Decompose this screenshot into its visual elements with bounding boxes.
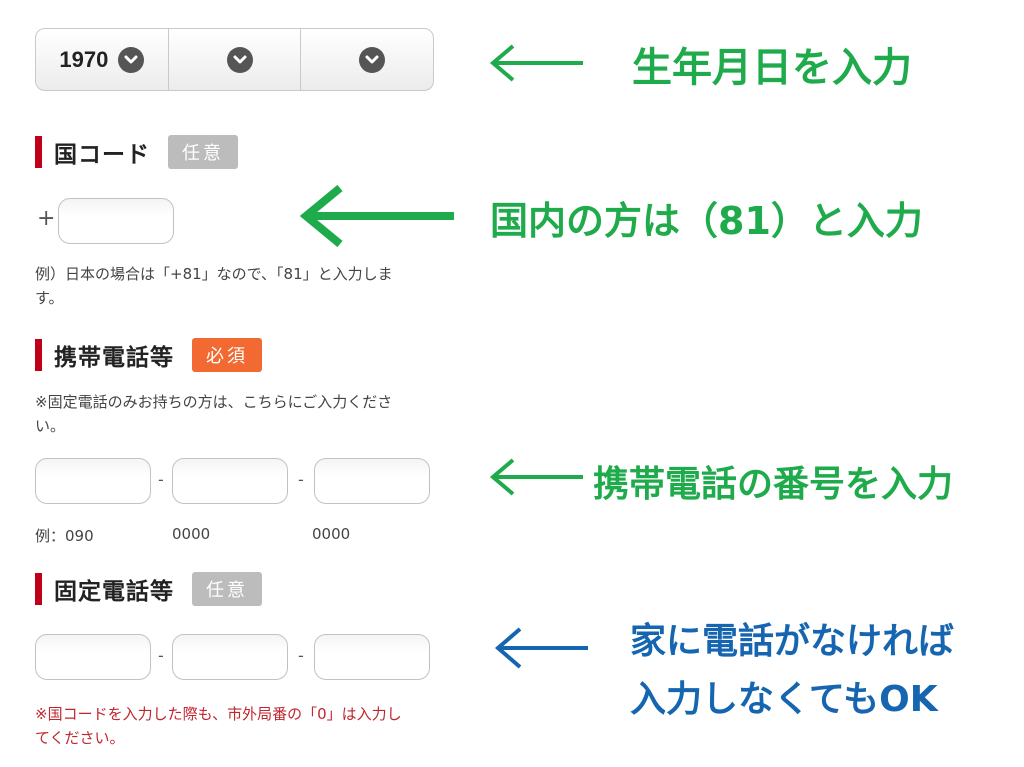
country-code-note-line2: す。 [35,289,64,307]
dash: - [158,646,164,665]
required-badge: 必須 [192,338,262,372]
arrow-left-icon [494,627,588,669]
landline-note: ※国コードを入力した際も、市外局番の「0」は入力し てください。 [35,702,485,750]
birth-year-select[interactable]: 1970 [36,29,169,90]
optional-badge: 任意 [192,572,262,606]
chevron-down-icon [359,46,386,73]
arrow-left-icon [489,458,583,496]
mobile-note-line2: い。 [35,417,66,435]
country-code-title: 国コード [54,142,150,168]
landline-part1-input[interactable] [35,634,151,680]
dash: - [298,646,304,665]
landline-note-line1: ※国コードを入力した際も、市外局番の「0」は入力し [35,705,402,723]
arrow-left-icon [489,44,583,82]
annotation-mobile: 携帯電話の番号を入力 [593,464,954,505]
country-code-heading: 国コード 任意 [35,135,238,169]
landline-part3-input[interactable] [314,634,430,680]
birth-day-select[interactable] [301,29,433,90]
plus-sign: + [37,206,56,231]
mobile-title: 携帯電話等 [54,345,174,371]
mobile-note: ※固定電話のみお持ちの方は、こちらにご入力くださ い。 [35,390,485,438]
chevron-down-icon [226,46,253,73]
annotation-birthdate: 生年月日を入力 [632,45,912,91]
heading-bar [35,339,42,371]
heading-bar [35,573,42,605]
country-code-note: 例）日本の場合は「+81」なので、「81」と入力しま す。 [35,262,485,310]
mobile-heading: 携帯電話等 必須 [35,338,262,372]
dash: - [298,470,304,489]
dash: - [158,470,164,489]
heading-bar [35,136,42,168]
annotation-country-code: 国内の方は（81）と入力 [490,199,923,243]
mobile-part3-input[interactable] [314,458,430,504]
country-code-input[interactable] [58,198,174,244]
birth-month-select[interactable] [169,29,302,90]
birth-year-value: 1970 [59,46,109,72]
optional-badge: 任意 [168,135,238,169]
chevron-down-icon [118,46,145,73]
mobile-example-3: 0000 [312,525,351,543]
mobile-note-line1: ※固定電話のみお持ちの方は、こちらにご入力くださ [35,393,393,411]
mobile-example-2: 0000 [172,525,211,543]
landline-title: 固定電話等 [54,579,174,605]
annotation-landline-line1: 家に電話がなければ [630,621,955,662]
landline-heading: 固定電話等 任意 [35,572,262,606]
birthdate-selector: 1970 [35,28,434,91]
annotation-landline-line2: 入力しなくてもOK [630,679,938,720]
mobile-example-1: 例：090 [35,527,94,545]
landline-part2-input[interactable] [172,634,288,680]
mobile-part2-input[interactable] [172,458,288,504]
landline-note-line2: てください。 [35,729,125,747]
country-code-note-line1: 例）日本の場合は「+81」なので、「81」と入力しま [35,265,393,283]
mobile-part1-input[interactable] [35,458,151,504]
arrow-left-icon [299,184,454,248]
